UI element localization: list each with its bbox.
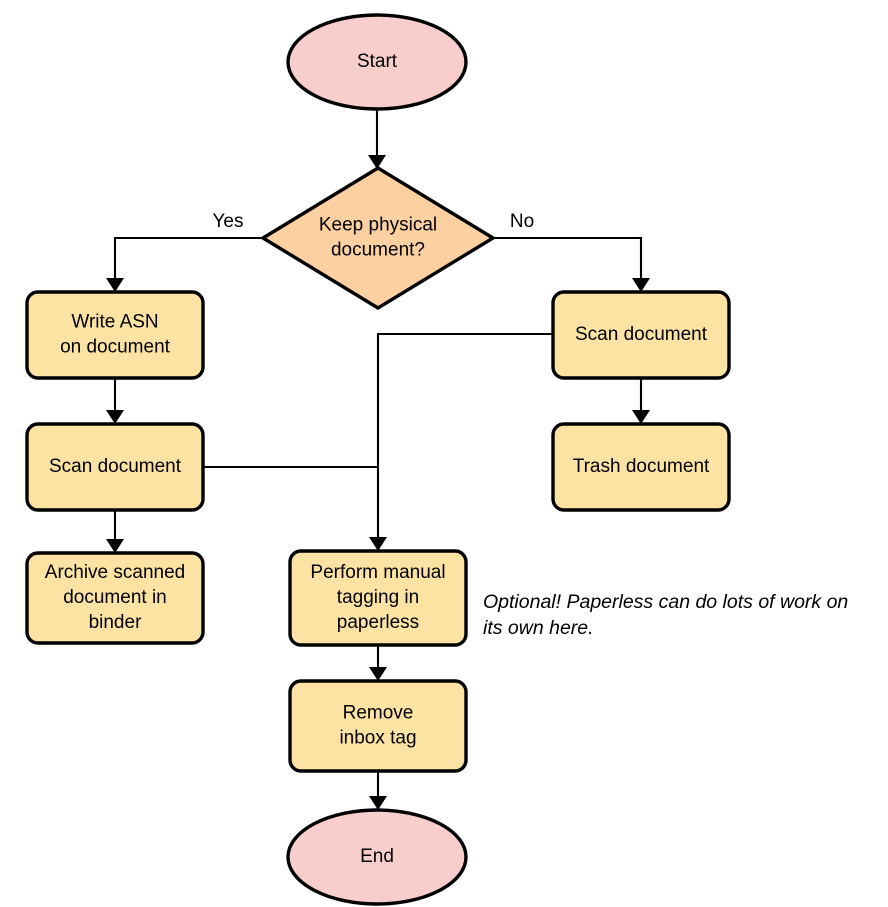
process-shape-write-asn <box>25 290 205 380</box>
edge-decision-no-to-scan-right: No <box>493 211 650 292</box>
process-shape-archive-binder <box>25 551 205 645</box>
arrowhead-scan-right-to-manual-tagging <box>369 537 387 551</box>
node-label-line: Scan document <box>575 324 708 345</box>
edge-layer: Yes No <box>106 109 650 810</box>
arrowhead-scan-right-to-trash <box>632 410 650 424</box>
edge-scan-right-to-manual-tagging <box>369 332 553 551</box>
edge-start-to-decision <box>368 109 386 169</box>
edge-write-asn-to-scan-left <box>106 378 124 424</box>
edge-decision-yes-to-write-asn: Yes <box>106 211 263 292</box>
arrowhead-manual-tagging-to-remove-inbox-tag <box>369 667 387 681</box>
node-label-line: Perform manual <box>310 562 445 583</box>
edge-remove-inbox-tag-to-end <box>369 771 387 810</box>
node-manual-tagging[interactable]: Perform manual tagging in paperless <box>288 549 468 647</box>
process-shape-manual-tagging <box>288 549 468 647</box>
node-label-remove-inbox-tag: Remove inbox tag <box>339 703 416 749</box>
edge-label-yes: Yes <box>213 211 244 232</box>
node-label-line: Trash document <box>573 456 710 477</box>
process-shape-trash <box>551 422 731 512</box>
terminator-shape-end <box>286 808 468 906</box>
node-label-line: paperless <box>337 612 419 633</box>
annotation-line: its own here. <box>483 617 594 639</box>
node-remove-inbox-tag[interactable]: Remove inbox tag <box>288 679 468 773</box>
arrowhead-scan-left-to-archive <box>106 539 124 553</box>
node-label-line: End <box>360 846 394 867</box>
node-start[interactable]: Start <box>286 13 468 111</box>
node-label-manual-tagging: Perform manual tagging in paperless <box>310 562 445 633</box>
arrowhead-decision-yes-to-write-asn <box>106 278 124 292</box>
decision-shape-keep-physical <box>261 166 495 310</box>
node-label-line: Keep physical <box>319 215 437 236</box>
node-scan-left[interactable]: Scan document <box>25 422 205 512</box>
node-trash[interactable]: Trash document <box>551 422 731 512</box>
edge-line-decision-no-to-scan-right <box>493 236 643 286</box>
node-label-archive-binder: Archive scanned document in binder <box>45 562 185 633</box>
node-label-line: Write ASN <box>71 312 158 333</box>
terminator-shape-start <box>286 13 468 111</box>
node-keep-physical[interactable]: Keep physical document? <box>261 166 495 310</box>
node-label-line: Archive scanned <box>45 562 185 583</box>
node-label-write-asn: Write ASN on document <box>60 312 171 358</box>
arrowhead-remove-inbox-tag-to-end <box>369 796 387 810</box>
process-shape-scan-right <box>551 290 731 380</box>
node-label-scan-right: Scan document <box>575 324 708 345</box>
annotation-optional-note: Optional! Paperless can do lots of work … <box>483 591 848 639</box>
edge-scan-right-to-trash <box>632 378 650 424</box>
node-label-line: on document <box>60 337 171 358</box>
node-label-keep-physical: Keep physical document? <box>319 215 437 261</box>
arrowhead-start-to-decision <box>368 155 386 169</box>
node-label-start: Start <box>357 51 398 72</box>
node-label-line: tagging in <box>337 587 419 608</box>
node-label-end: End <box>360 846 394 867</box>
process-shape-remove-inbox-tag <box>288 679 468 773</box>
arrowhead-decision-no-to-scan-right <box>632 278 650 292</box>
edge-line-scan-right-to-manual-tagging <box>376 332 553 545</box>
node-label-line: document in <box>63 587 167 608</box>
arrowhead-write-asn-to-scan-left <box>106 410 124 424</box>
process-shape-scan-left <box>25 422 205 512</box>
node-scan-right[interactable]: Scan document <box>551 290 731 380</box>
node-label-line: Remove <box>343 703 414 724</box>
node-label-trash: Trash document <box>573 456 710 477</box>
node-label-line: Start <box>357 51 398 72</box>
edge-manual-tagging-to-remove-inbox-tag <box>369 645 387 681</box>
node-write-asn[interactable]: Write ASN on document <box>25 290 205 380</box>
node-label-line: document? <box>331 240 425 261</box>
edge-scan-left-to-archive <box>106 510 124 553</box>
annotation-layer: Optional! Paperless can do lots of work … <box>483 591 848 639</box>
edge-label-no: No <box>510 211 534 232</box>
node-label-line: Scan document <box>49 456 182 477</box>
annotation-line: Optional! Paperless can do lots of work … <box>483 591 848 613</box>
node-label-line: inbox tag <box>339 728 416 749</box>
node-archive-binder[interactable]: Archive scanned document in binder <box>25 551 205 645</box>
node-label-line: binder <box>89 612 142 633</box>
edge-line-decision-yes-to-write-asn <box>113 236 263 286</box>
node-label-scan-left: Scan document <box>49 456 182 477</box>
node-end[interactable]: End <box>286 808 468 906</box>
